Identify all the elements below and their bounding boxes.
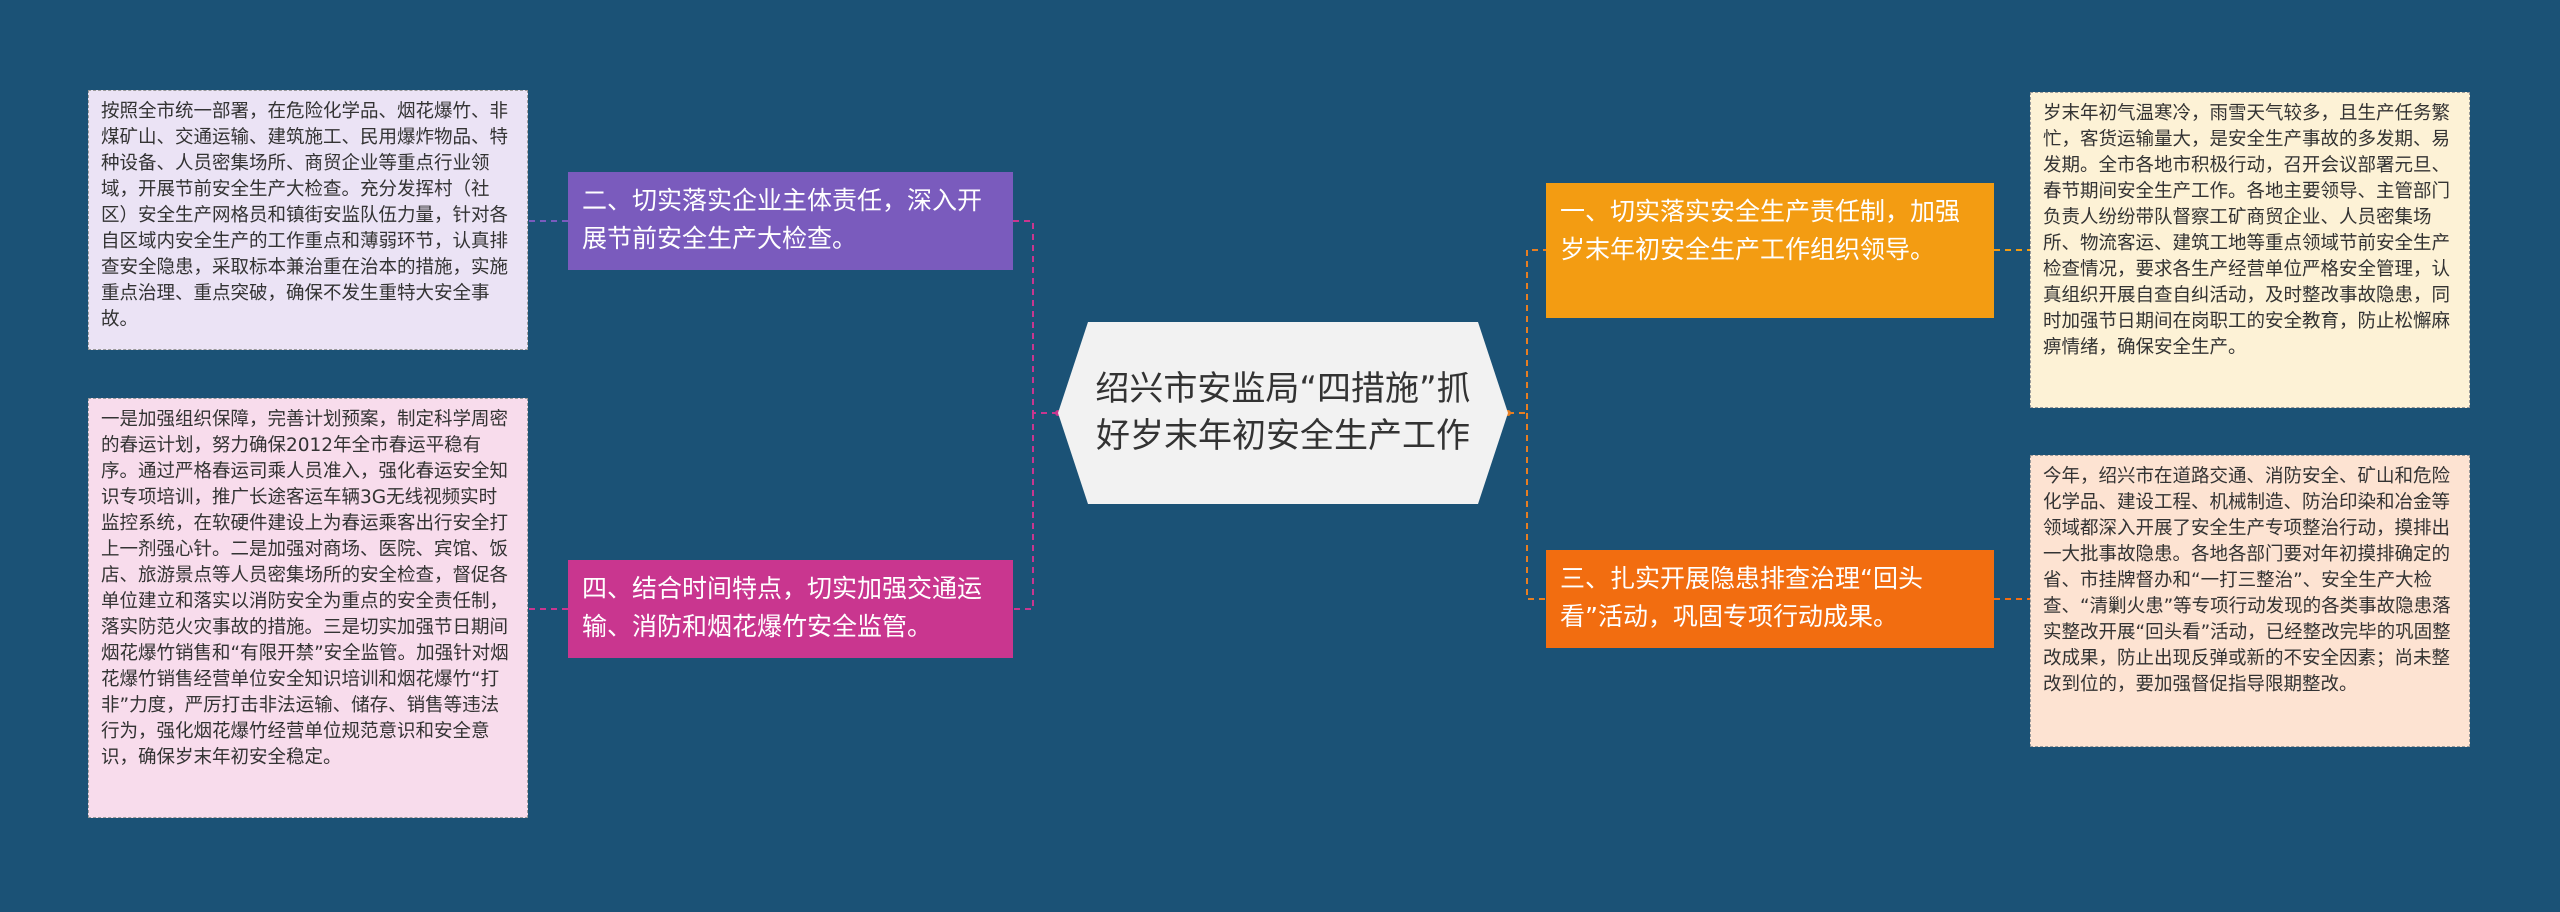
branch-1[interactable]: 一、切实落实安全生产责任制，加强岁末年初安全生产工作组织领导。 [1546,183,1994,318]
branch-1-detail[interactable]: 岁末年初气温寒冷，雨雪天气较多，且生产任务繁忙，客货运输量大，是安全生产事故的多… [2030,92,2470,408]
central-topic-title: 绍兴市安监局“四措施”抓好岁末年初安全生产工作 [1095,369,1471,456]
branch-3-detail[interactable]: 今年，绍兴市在道路交通、消防安全、矿山和危险化学品、建设工程、机械制造、防治印染… [2030,455,2470,747]
branch-4-detail[interactable]: 一是加强组织保障，完善计划预案，制定科学周密的春运计划，努力确保2012年全市春… [88,398,528,818]
branch-2[interactable]: 二、切实落实企业主体责任，深入开展节前安全生产大检查。 [568,172,1013,270]
link-center-b2 [1013,220,1058,414]
branch-4[interactable]: 四、结合时间特点，切实加强交通运输、消防和烟花爆竹安全监管。 [568,560,1013,658]
link-center-b4 [1013,413,1034,610]
branch-2-detail[interactable]: 按照全市统一部署，在危险化学品、烟花爆竹、非煤矿山、交通运输、建筑施工、民用爆炸… [88,90,528,350]
link-center-b1 [1508,249,1546,414]
central-topic-shape [1058,322,1508,504]
branch-3[interactable]: 三、扎实开展隐患排查治理“回头看”活动，巩固专项行动成果。 [1546,550,1994,648]
link-center-b3 [1526,413,1546,600]
central-topic[interactable]: 绍兴市安监局“四措施”抓好岁末年初安全生产工作 [1058,322,1508,504]
